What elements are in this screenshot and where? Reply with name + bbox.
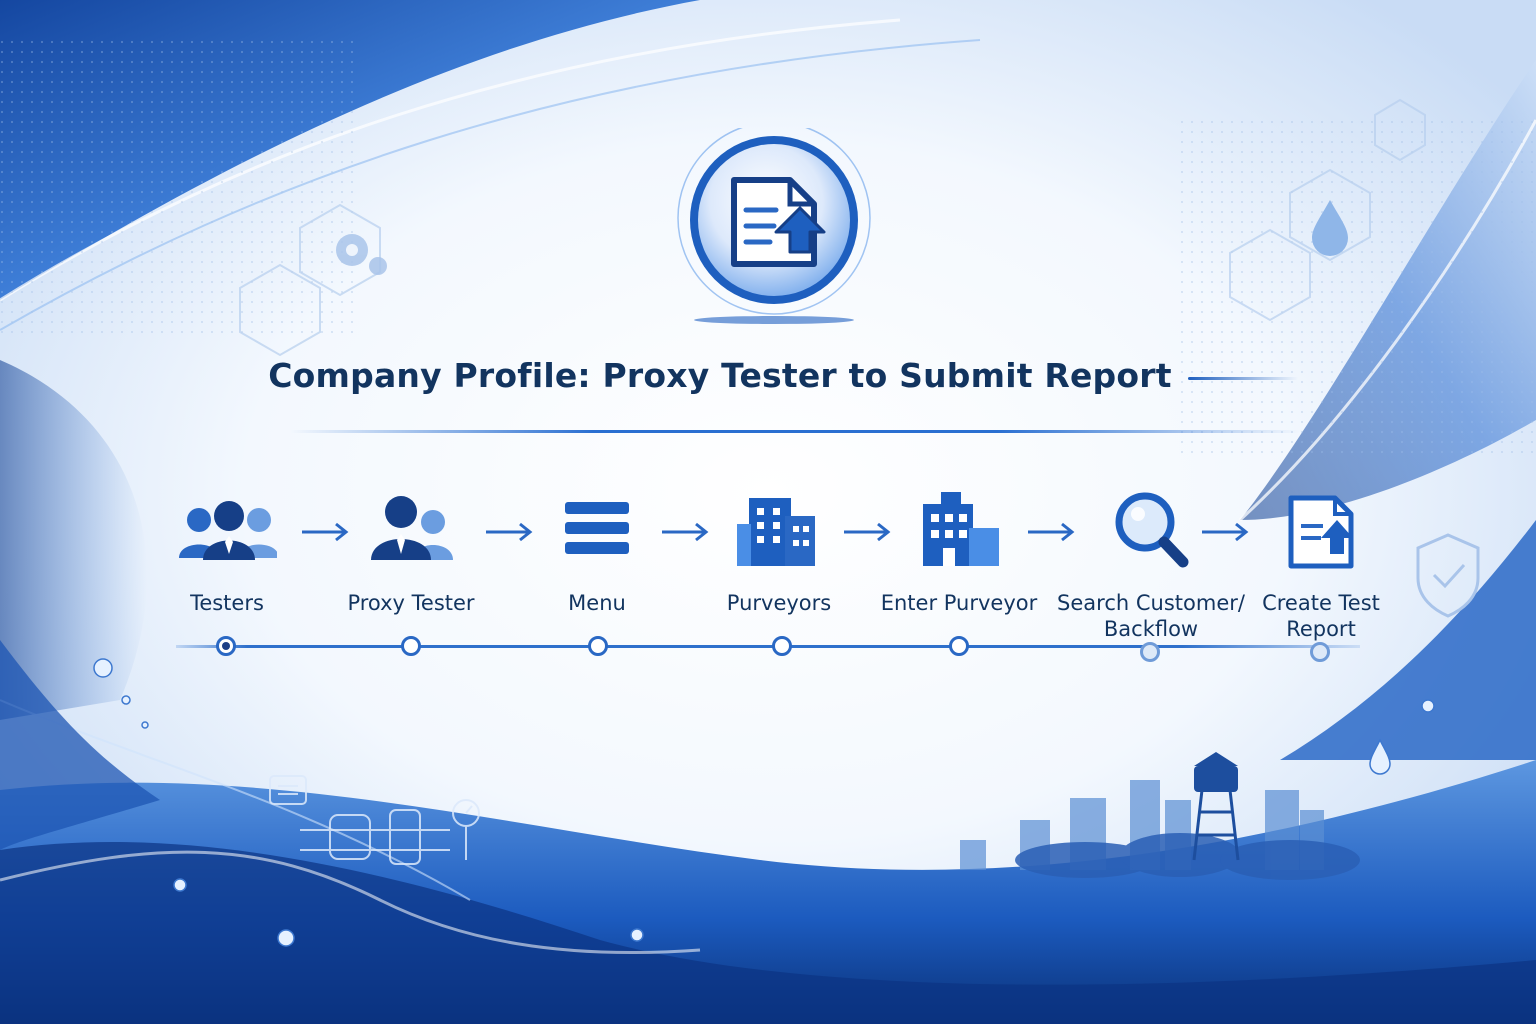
report-upload-icon (677, 128, 871, 324)
arrow-icon (1202, 522, 1249, 542)
title-divider (290, 430, 1300, 433)
title-accent-line (1188, 377, 1298, 380)
timeline-node (1140, 642, 1160, 662)
step-label: Purveyors (726, 591, 832, 615)
user-pair-icon (371, 496, 453, 560)
timeline-track (176, 645, 1360, 648)
menu-icon (565, 502, 629, 554)
timeline-node (401, 636, 421, 656)
page-title: Company Profile: Proxy Tester to Submit … (268, 356, 1172, 395)
timeline-node (588, 636, 608, 656)
group-icon (179, 501, 277, 560)
step-label: Enter Purveyor (880, 591, 1038, 615)
search-icon (1115, 492, 1189, 568)
arrow-icon (662, 522, 709, 542)
arrow-icon (302, 522, 349, 542)
timeline-node (216, 636, 236, 656)
arrow-icon (1028, 522, 1075, 542)
office-building-icon (923, 492, 999, 566)
timeline-node (772, 636, 792, 656)
step-label: Proxy Tester (347, 591, 475, 615)
timeline-node (1310, 642, 1330, 662)
step-label: Search Customer/ Backflow (1057, 591, 1245, 641)
buildings-icon (737, 498, 815, 566)
timeline-node (949, 636, 969, 656)
step-label: Testers (190, 591, 264, 615)
step-label: Menu (568, 591, 626, 615)
step-label: Create Test Report (1262, 591, 1380, 641)
report-upload-icon (1288, 495, 1354, 569)
arrow-icon (486, 522, 533, 542)
arrow-icon (844, 522, 891, 542)
